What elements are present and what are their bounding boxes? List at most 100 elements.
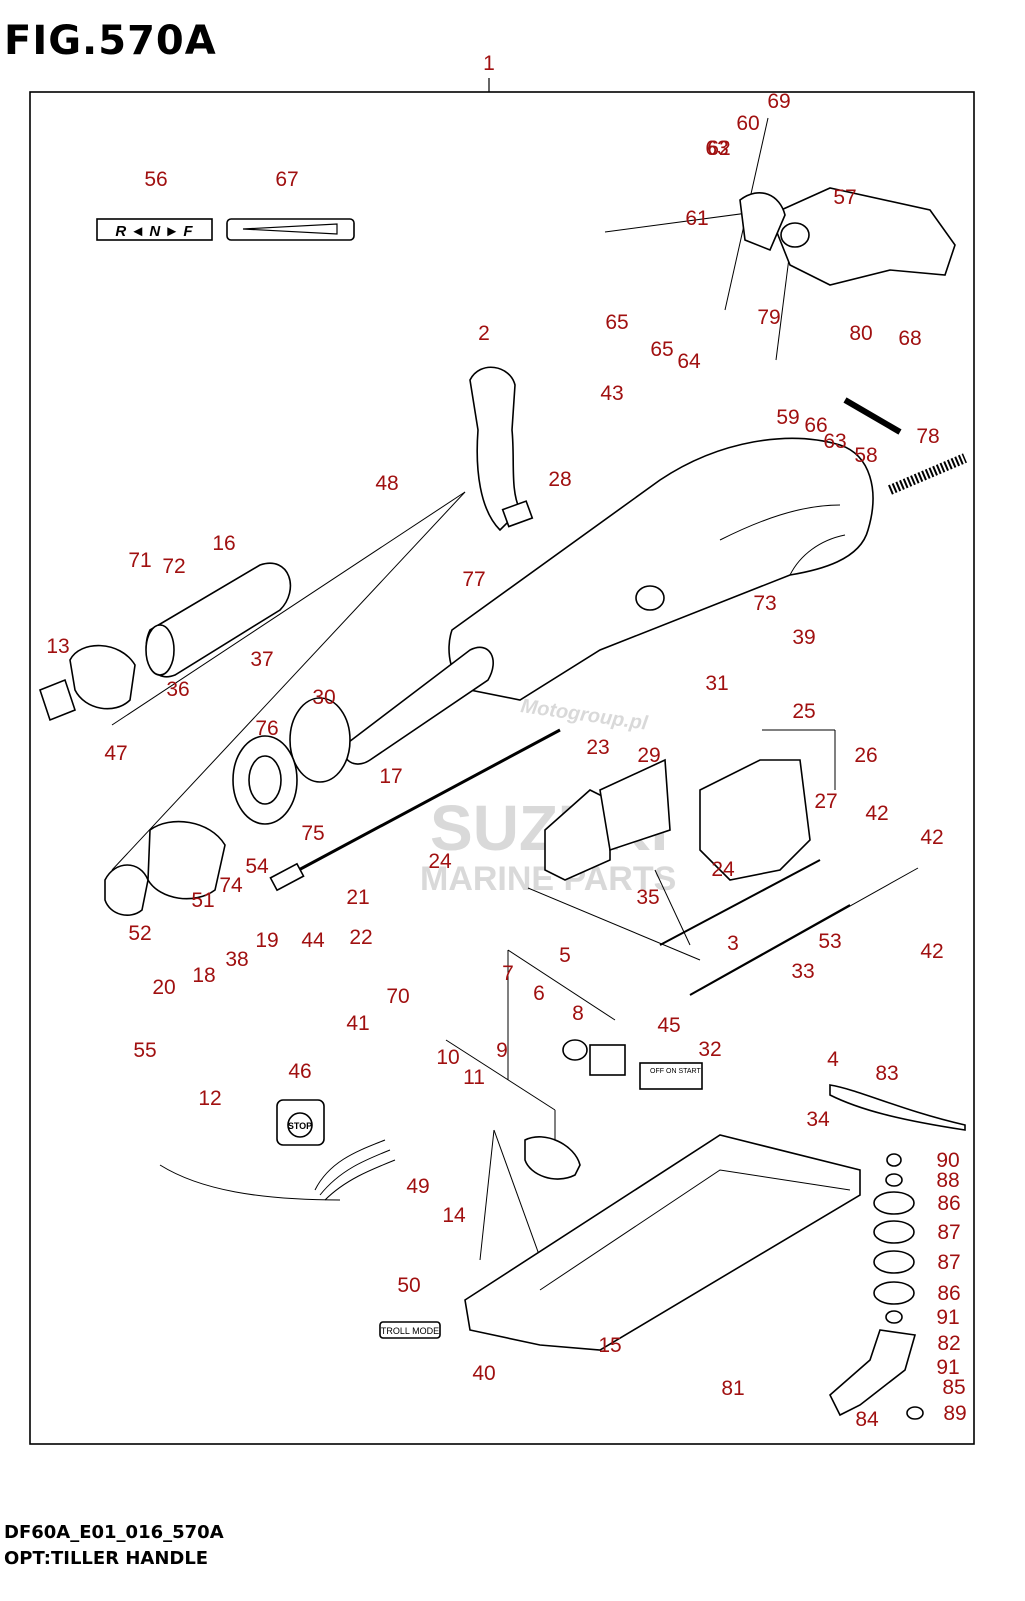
callout-10: 10 [436, 1046, 459, 1069]
callout-42: 42 [865, 802, 888, 825]
callout-66: 66 [804, 414, 827, 437]
callout-36: 36 [166, 678, 189, 701]
callout-46: 46 [288, 1060, 311, 1083]
callout-69: 69 [767, 90, 790, 113]
callout-58: 58 [854, 444, 877, 467]
friction-ring [289, 697, 351, 783]
callout-7: 7 [502, 962, 514, 985]
callout-24: 24 [428, 850, 452, 873]
callout-23: 23 [586, 736, 609, 759]
callout-16: 16 [212, 532, 235, 555]
callout-73: 73 [753, 592, 776, 615]
stop-button[interactable]: STOP [276, 1099, 325, 1146]
lower-case [464, 1134, 861, 1351]
callout-9: 9 [496, 1039, 508, 1062]
callout-52: 52 [128, 922, 151, 945]
pivot-bracket [768, 187, 956, 286]
callout-86: 86 [937, 1192, 960, 1215]
figure-name: OPT:TILLER HANDLE [4, 1548, 209, 1569]
callout-87: 87 [937, 1251, 960, 1274]
callout-15: 15 [598, 1334, 621, 1357]
callout-35: 35 [636, 886, 659, 909]
callout-45: 45 [657, 1014, 680, 1037]
callout-21: 21 [346, 886, 369, 909]
callout-30: 30 [312, 686, 335, 709]
callout-12: 12 [198, 1087, 221, 1110]
callout-5: 5 [559, 944, 571, 967]
svg-text:OFF: OFF [650, 1068, 664, 1075]
callout-39: 39 [792, 626, 815, 649]
callout-32: 32 [698, 1038, 721, 1061]
callout-31: 31 [705, 672, 728, 695]
throttle-cam-assembly [699, 759, 811, 881]
callout-3: 3 [727, 932, 739, 955]
callout-75: 75 [301, 822, 324, 845]
callout-38: 38 [225, 948, 248, 971]
callout-80: 80 [849, 322, 872, 345]
troll-mode-decal: TROLL MODE [379, 1321, 441, 1339]
callout-72: 72 [162, 555, 185, 578]
callout-37: 37 [250, 648, 273, 671]
ignition-decal: OFF ON START [639, 1062, 703, 1090]
callout-82: 82 [937, 1332, 960, 1355]
callout-29: 29 [637, 744, 660, 767]
callout-81: 81 [721, 1377, 744, 1400]
callout-57: 57 [833, 186, 856, 209]
callout-44: 44 [301, 929, 325, 952]
callout-91: 91 [936, 1356, 959, 1379]
callout-22: 22 [349, 926, 372, 949]
callout-70: 70 [386, 985, 409, 1008]
callout-33: 33 [791, 960, 814, 983]
callout-18: 18 [192, 964, 215, 987]
callout-88: 88 [936, 1169, 959, 1192]
callout-43: 43 [600, 382, 623, 405]
callout-1: 1 [483, 52, 495, 75]
callout-74: 74 [219, 874, 243, 897]
callout-48: 48 [375, 472, 398, 495]
callout-64: 64 [677, 350, 701, 373]
callout-6: 6 [533, 982, 545, 1005]
callout-85: 85 [942, 1376, 965, 1399]
callout-61: 61 [685, 207, 708, 230]
callout-20: 20 [152, 976, 175, 999]
callout-67: 67 [275, 168, 298, 191]
callout-42: 42 [920, 826, 943, 849]
callout-71: 71 [128, 549, 151, 572]
callout-4: 4 [827, 1048, 839, 1071]
callout-40: 40 [472, 1362, 495, 1385]
callout-91: 91 [936, 1306, 959, 1329]
callout-13: 13 [46, 635, 69, 658]
callout-28: 28 [548, 468, 571, 491]
callout-86: 86 [937, 1282, 960, 1305]
svg-text:R ◄ N ► F: R ◄ N ► F [115, 223, 193, 240]
svg-text:ON START: ON START [666, 1068, 701, 1075]
callout-63: 63 [823, 430, 846, 453]
callout-76: 76 [255, 717, 278, 740]
callout-90: 90 [936, 1149, 959, 1172]
callout-50: 50 [397, 1274, 420, 1297]
callout-59: 59 [776, 406, 799, 429]
callout-11: 11 [463, 1066, 485, 1089]
callout-60: 60 [736, 112, 759, 135]
guide-lines [111, 117, 919, 1286]
callout-24: 24 [711, 858, 735, 881]
washer-stack [873, 1153, 924, 1420]
callout-51: 51 [191, 889, 214, 912]
callout-89: 89 [943, 1402, 966, 1425]
callout-79: 79 [757, 306, 780, 329]
callout-27: 27 [814, 790, 837, 813]
shift-lever-grip [469, 366, 521, 532]
callout-84: 84 [855, 1408, 879, 1431]
callout-77: 77 [462, 568, 485, 591]
callout-19: 19 [255, 929, 278, 952]
callout-65: 65 [605, 311, 628, 334]
callout-26: 26 [854, 744, 877, 767]
callout-83: 83 [875, 1062, 898, 1085]
callout-41: 41 [346, 1012, 369, 1035]
callout-34: 34 [806, 1108, 830, 1131]
callout-47: 47 [104, 742, 127, 765]
figure-title: FIG.570A [4, 18, 217, 64]
diagram-frame [29, 91, 975, 1445]
